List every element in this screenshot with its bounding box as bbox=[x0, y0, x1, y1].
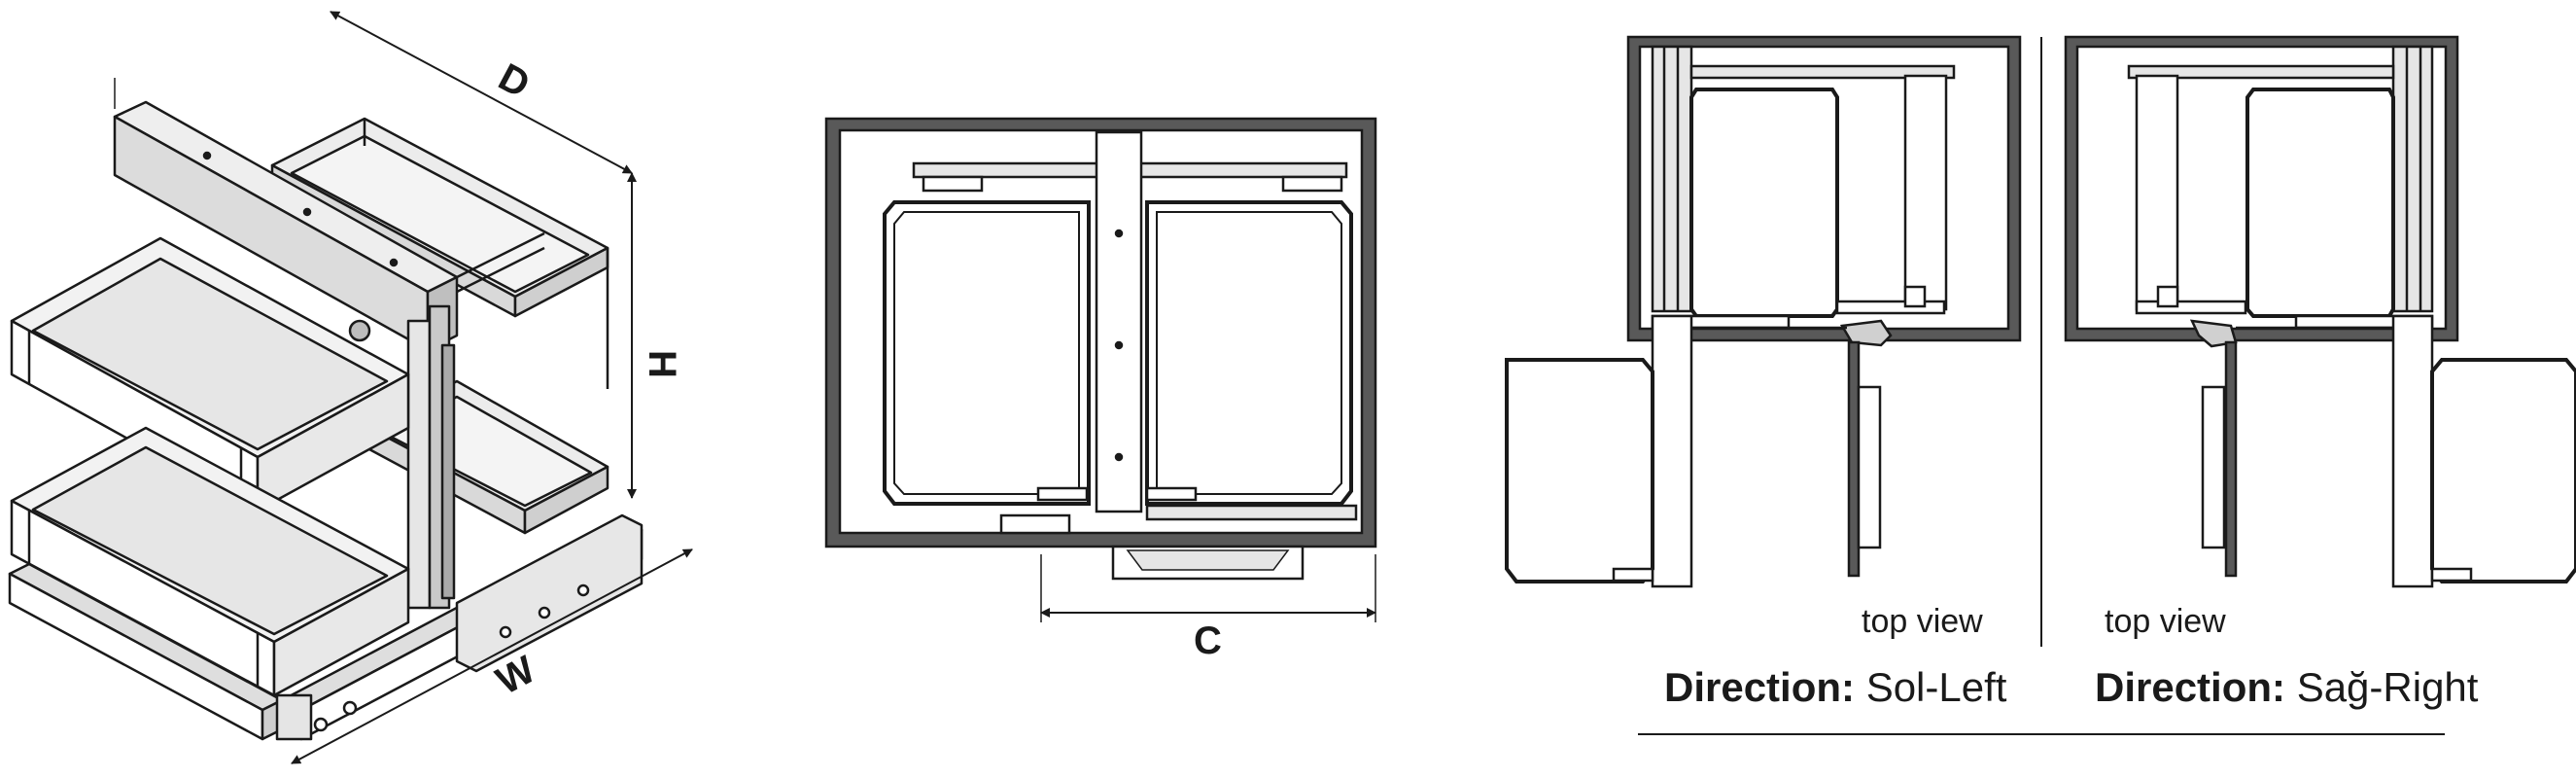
cabinet-frame bbox=[824, 117, 1377, 548]
left-direction-value: Sol-Left bbox=[1865, 664, 2007, 710]
cabinet-top-view bbox=[824, 117, 1377, 581]
right-direction-label: Direction: bbox=[2095, 664, 2286, 710]
left-inner-basket bbox=[1689, 88, 1839, 318]
front-drawer-lower bbox=[10, 426, 410, 697]
left-post bbox=[1651, 45, 1693, 313]
right-direction-value: Sağ-Right bbox=[2296, 664, 2479, 710]
right-swing-post bbox=[2391, 314, 2434, 588]
left-swing-post bbox=[1651, 314, 1693, 588]
right-inner-basket bbox=[2245, 88, 2395, 318]
depth-label: D bbox=[492, 55, 537, 106]
right-door-handle bbox=[2201, 385, 2226, 549]
right-direction-view bbox=[2064, 35, 2576, 588]
left-side-rail bbox=[1903, 74, 1948, 311]
isometric-view bbox=[8, 100, 644, 741]
hinge-bracket bbox=[999, 513, 1071, 535]
left-direction-label: Direction: bbox=[1664, 664, 1856, 710]
left-swing-basket bbox=[1505, 358, 1654, 584]
left-hinge bbox=[1839, 319, 1893, 347]
left-basket bbox=[883, 200, 1091, 506]
left-direction-caption: Direction: Sol-Left bbox=[1664, 664, 2006, 711]
right-hinge bbox=[2189, 319, 2238, 348]
left-cabinet-frame bbox=[1626, 35, 2022, 342]
right-basket bbox=[1145, 200, 1353, 506]
isometric-dimension-lines bbox=[114, 11, 693, 764]
left-view-caption: top view bbox=[1862, 603, 1983, 640]
right-swing-basket bbox=[2430, 358, 2576, 584]
right-view-caption: top view bbox=[2105, 603, 2226, 640]
height-label: H bbox=[641, 350, 683, 378]
right-direction-caption: Direction: Sağ-Right bbox=[2095, 664, 2478, 711]
center-post bbox=[1095, 130, 1143, 513]
left-door-handle bbox=[1857, 385, 1882, 549]
right-cabinet-frame bbox=[2064, 35, 2459, 342]
clearance-label: C bbox=[1194, 619, 1222, 662]
right-side-rail bbox=[2135, 74, 2179, 311]
right-post bbox=[2391, 45, 2434, 313]
clearance-dimension bbox=[1040, 554, 1376, 622]
vertical-posts bbox=[406, 304, 456, 610]
left-direction-view bbox=[1505, 35, 2022, 588]
